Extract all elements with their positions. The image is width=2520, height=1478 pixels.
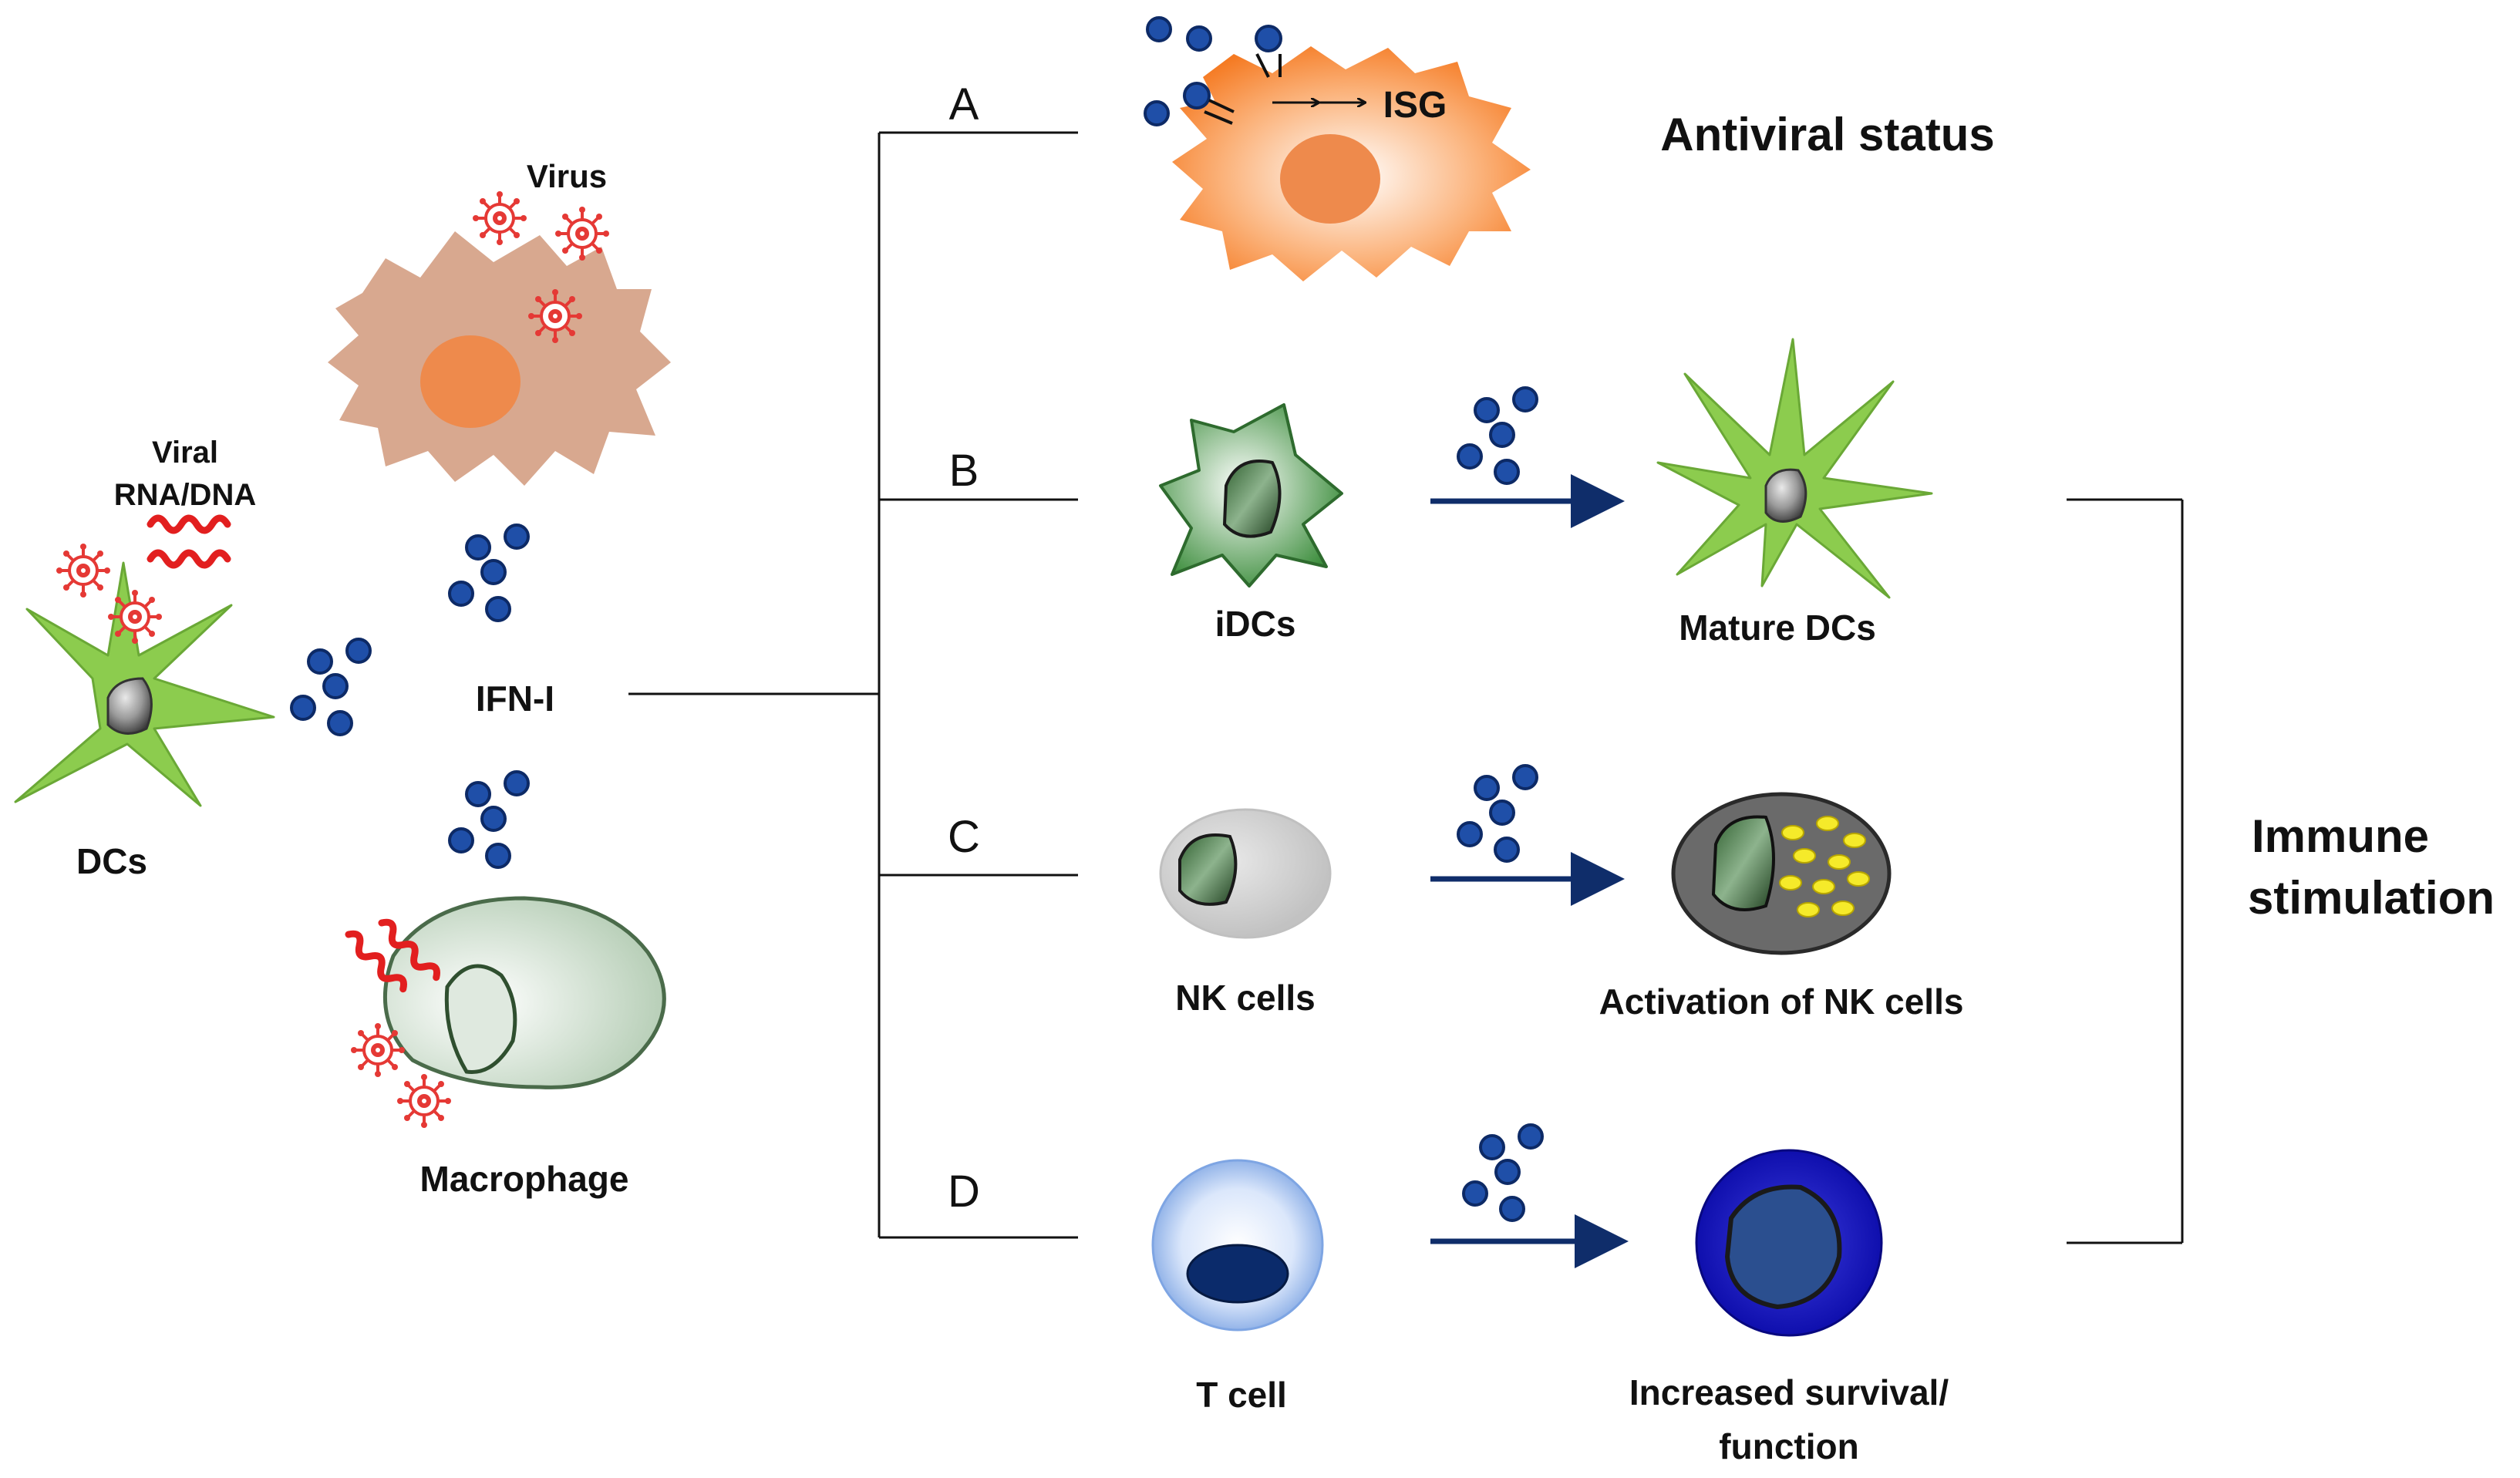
nk-cells-label: NK cells — [1175, 978, 1316, 1018]
ifn-molecules — [448, 524, 530, 622]
virus-particle — [396, 1072, 453, 1130]
ifn-molecules — [1457, 386, 1538, 485]
nk-cell — [1159, 808, 1332, 939]
virus-particle — [349, 1022, 406, 1079]
virus-particle — [106, 588, 163, 645]
viral-rna-icon — [150, 518, 227, 530]
activated-t-cell — [1695, 1149, 1883, 1337]
viral-rna-icon — [150, 553, 227, 565]
branch-c-label: C — [948, 812, 980, 862]
virus-label: Virus — [527, 158, 607, 194]
branch-a-label: A — [949, 79, 979, 130]
branch-b-label: B — [949, 446, 979, 496]
immature-dc-cell — [1159, 403, 1343, 587]
ifn-molecules — [448, 770, 530, 869]
immune-label-line2: stimulation — [2248, 872, 2495, 924]
idcs-label: iDCs — [1215, 604, 1296, 644]
virus-particle — [471, 190, 528, 247]
t-cell — [1151, 1159, 1324, 1332]
isg-label: ISG — [1383, 85, 1447, 126]
immune-label-line1: Immune — [2252, 810, 2429, 862]
virus-particle — [527, 288, 584, 345]
activated-nk-cell — [1671, 792, 1892, 955]
antiviral-status-label: Antiviral status — [1660, 109, 1994, 160]
ifn-label: IFN-I — [476, 678, 554, 719]
granules — [1779, 816, 1870, 917]
virus-particle — [55, 542, 112, 599]
branch-connector — [628, 131, 1078, 1239]
infected-cell — [328, 231, 671, 486]
t-cell-label: T cell — [1196, 1375, 1287, 1415]
ifn-molecules — [1462, 1123, 1544, 1222]
mature-dc-cell — [1656, 338, 1933, 599]
viral-label-line2: RNA/DNA — [114, 478, 256, 512]
ifn-receptor — [1183, 25, 1282, 125]
virus-particle — [554, 205, 611, 262]
immune-bracket — [2067, 498, 2184, 1244]
macrophage-cell — [382, 896, 666, 1089]
branch-d-label: D — [948, 1167, 980, 1217]
survival-label-line2: function — [1719, 1426, 1858, 1466]
antiviral-cell — [1172, 46, 1531, 281]
dendritic-cell — [14, 561, 275, 807]
ifn-molecules — [1144, 16, 1212, 126]
ifn-molecules — [1457, 764, 1538, 863]
survival-label-line1: Increased survival/ — [1629, 1372, 1949, 1412]
mature-dcs-label: Mature DCs — [1679, 608, 1876, 648]
macrophage-label: Macrophage — [420, 1159, 629, 1199]
nk-activation-label: Activation of NK cells — [1599, 981, 1964, 1022]
dcs-label: DCs — [76, 841, 147, 881]
viral-label-line1: Viral — [152, 436, 218, 470]
ifn-molecules — [290, 638, 372, 736]
